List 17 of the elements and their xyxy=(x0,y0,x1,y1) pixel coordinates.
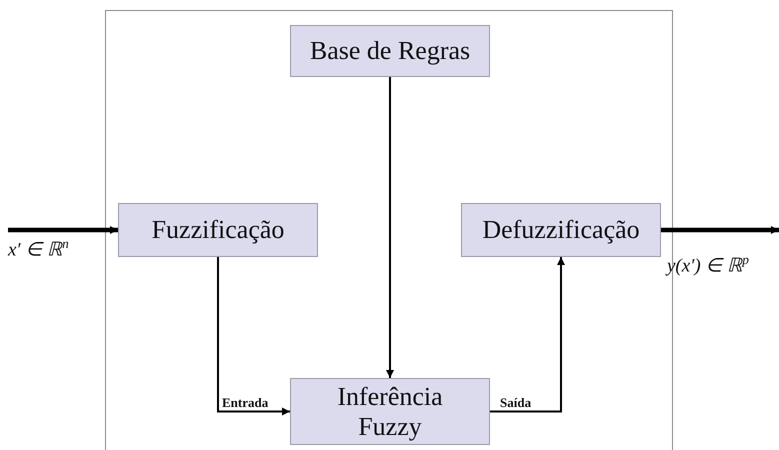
arrow xyxy=(217,257,290,416)
box-label: Base de Regras xyxy=(310,36,470,66)
edge-label: y(x′) ∈ ℝ$^{p}$ xyxy=(667,252,749,278)
box-label: Fuzzificação xyxy=(152,215,284,245)
edge-label: Saída xyxy=(500,395,532,411)
box-label: Defuzzificação xyxy=(482,215,640,245)
process-box xyxy=(461,203,661,257)
arrow xyxy=(386,77,394,378)
edge-label: Entrada xyxy=(222,395,268,411)
arrow xyxy=(661,226,779,234)
process-box xyxy=(290,378,490,445)
process-box xyxy=(290,25,490,77)
box-label: Inferência Fuzzy xyxy=(336,382,444,442)
arrow xyxy=(8,226,118,234)
process-box xyxy=(118,203,318,257)
edge-label: x′ ∈ ℝ$^{n}$ xyxy=(8,236,69,262)
arrow xyxy=(490,257,565,412)
